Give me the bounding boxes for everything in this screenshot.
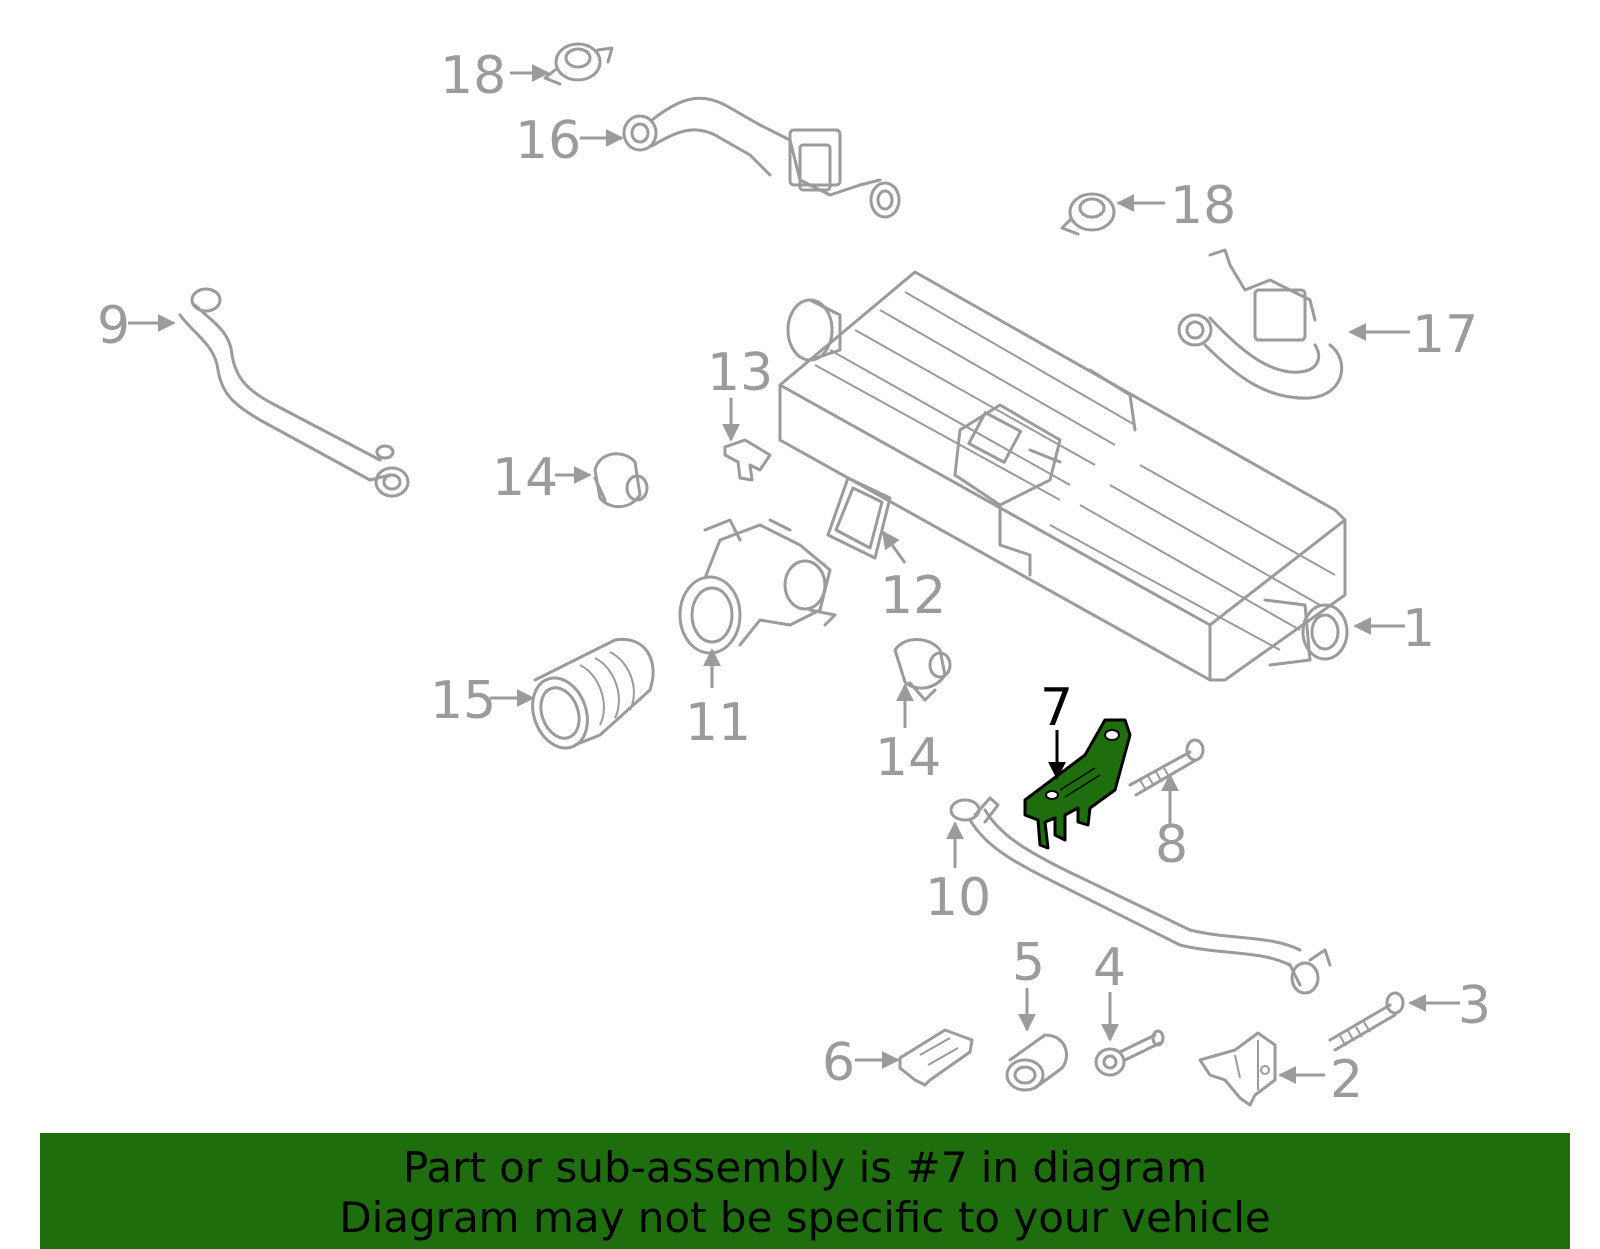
callout-14-upper: 14 [492,448,558,508]
part-1-intercooler [778,270,1349,682]
part-15-coupler [531,637,655,750]
part-2-bracket [1198,1031,1277,1107]
callout-4: 4 [1093,938,1126,998]
notice-banner: Part or sub-assembly is #7 in diagram Di… [40,1133,1570,1249]
callout-5: 5 [1012,933,1045,993]
part-4-bolt-washer [1094,1029,1165,1077]
part-6-clip [898,1028,974,1087]
part-18-clamp-top [543,42,614,86]
part-7-bracket-highlighted [1023,718,1132,850]
callout-8: 8 [1155,815,1188,875]
part-9-hose [178,287,410,498]
part-14-sensor-upper [593,452,649,509]
callout-6: 6 [822,1033,855,1093]
callout-11: 11 [685,693,751,753]
callout-10: 10 [925,868,991,928]
part-12-gasket [826,476,892,560]
part-14-sensor-lower [893,638,952,702]
callout-16: 16 [515,111,581,171]
callout-15: 15 [430,671,496,731]
callout-17: 17 [1412,305,1478,365]
part-11-throttle-body [678,518,837,655]
part-16-hose-valve [622,96,901,219]
callout-7: 7 [1040,678,1073,738]
part-18-clamp-right [1060,192,1116,236]
banner-line-2: Diagram may not be specific to your vehi… [339,1193,1271,1242]
part-17-hose-valve [1177,248,1344,400]
callout-3: 3 [1458,976,1491,1036]
callout-12: 12 [880,566,946,626]
callout-18-top: 18 [440,46,506,106]
part-13-clip [723,438,772,482]
callout-9: 9 [97,296,130,356]
callout-13: 13 [707,343,773,403]
callout-14-lower: 14 [875,728,941,788]
banner-line-1: Part or sub-assembly is #7 in diagram [402,1143,1208,1192]
callout-18-right: 18 [1170,176,1236,236]
part-5-bushing [1005,1033,1068,1092]
callout-1: 1 [1402,599,1435,659]
part-3-bolt [1328,991,1405,1052]
part-8-bolt [1128,738,1205,797]
part-10-hose [949,796,1332,995]
leader-12 [881,530,907,564]
callout-2: 2 [1330,1050,1363,1110]
